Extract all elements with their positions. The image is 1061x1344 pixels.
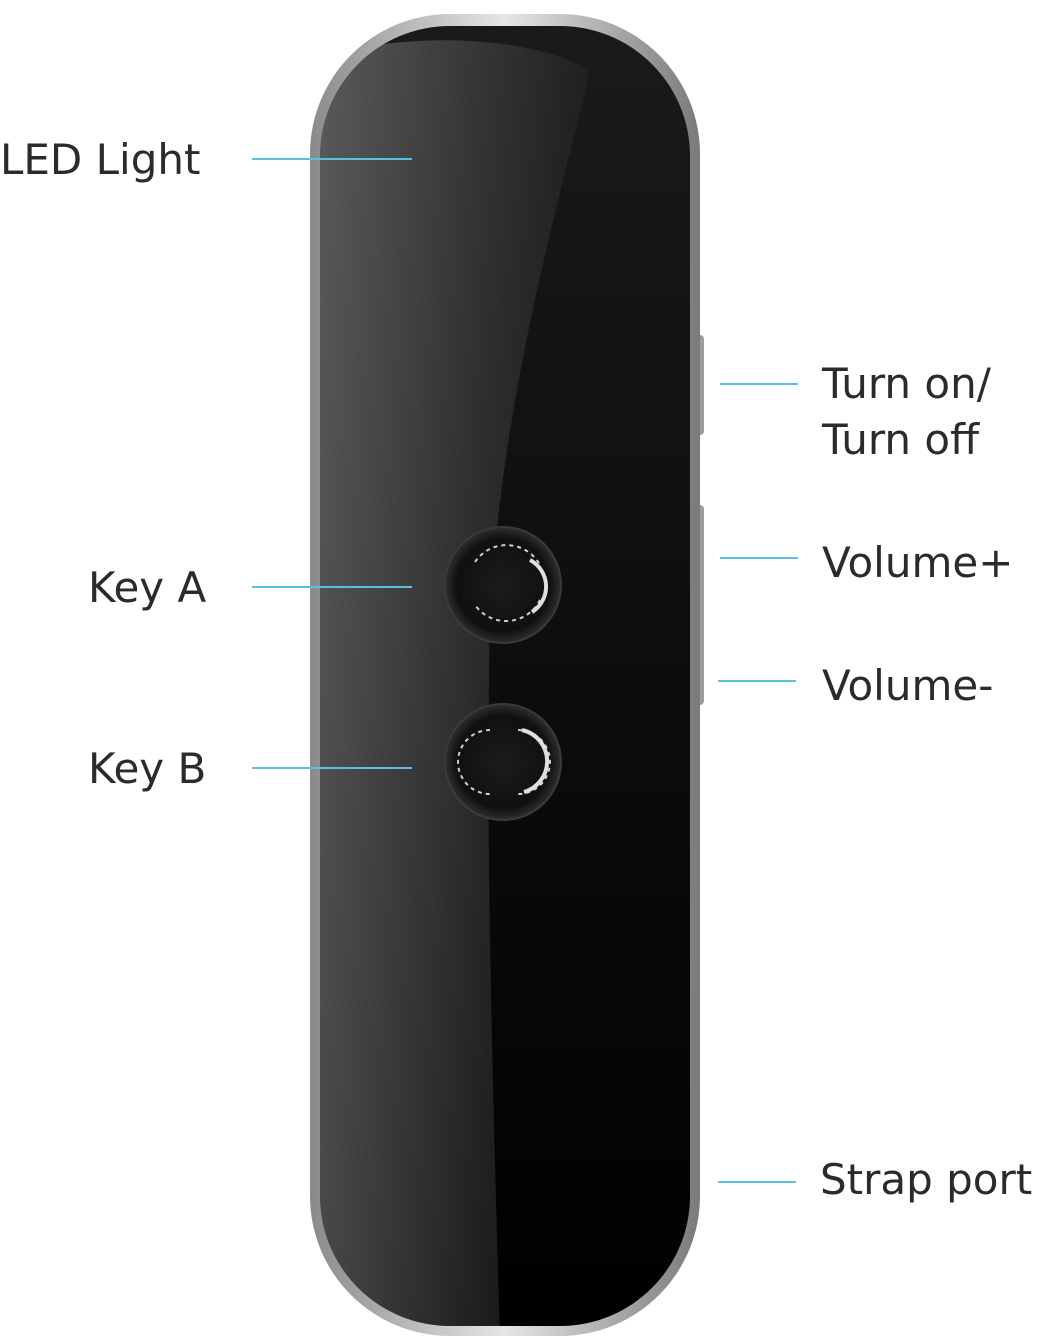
key-b-dashed-ring-icon xyxy=(457,729,491,795)
volume-down-leader xyxy=(718,680,796,682)
key-b-label: Key B xyxy=(88,744,207,793)
strap-port-leader xyxy=(718,1181,796,1183)
key-a-button xyxy=(444,526,562,644)
turn-off-label: Turn off xyxy=(822,415,980,464)
key-a-dashed-ring-icon xyxy=(474,544,541,566)
volume-down-label: Volume- xyxy=(822,661,994,710)
led-light-leader xyxy=(252,158,412,160)
power-leader xyxy=(720,383,798,385)
gloss-highlight xyxy=(320,40,590,1326)
led-light-label: LED Light xyxy=(0,135,201,184)
key-b-button xyxy=(444,703,562,821)
strap-port-label: Strap port xyxy=(820,1155,1033,1204)
turn-on-label: Turn on/ xyxy=(822,359,991,408)
key-a-label: Key A xyxy=(88,563,207,612)
key-a-leader xyxy=(252,586,412,588)
key-b-leader xyxy=(252,767,412,769)
volume-up-label: Volume+ xyxy=(822,538,1014,587)
volume-up-leader xyxy=(720,557,798,559)
